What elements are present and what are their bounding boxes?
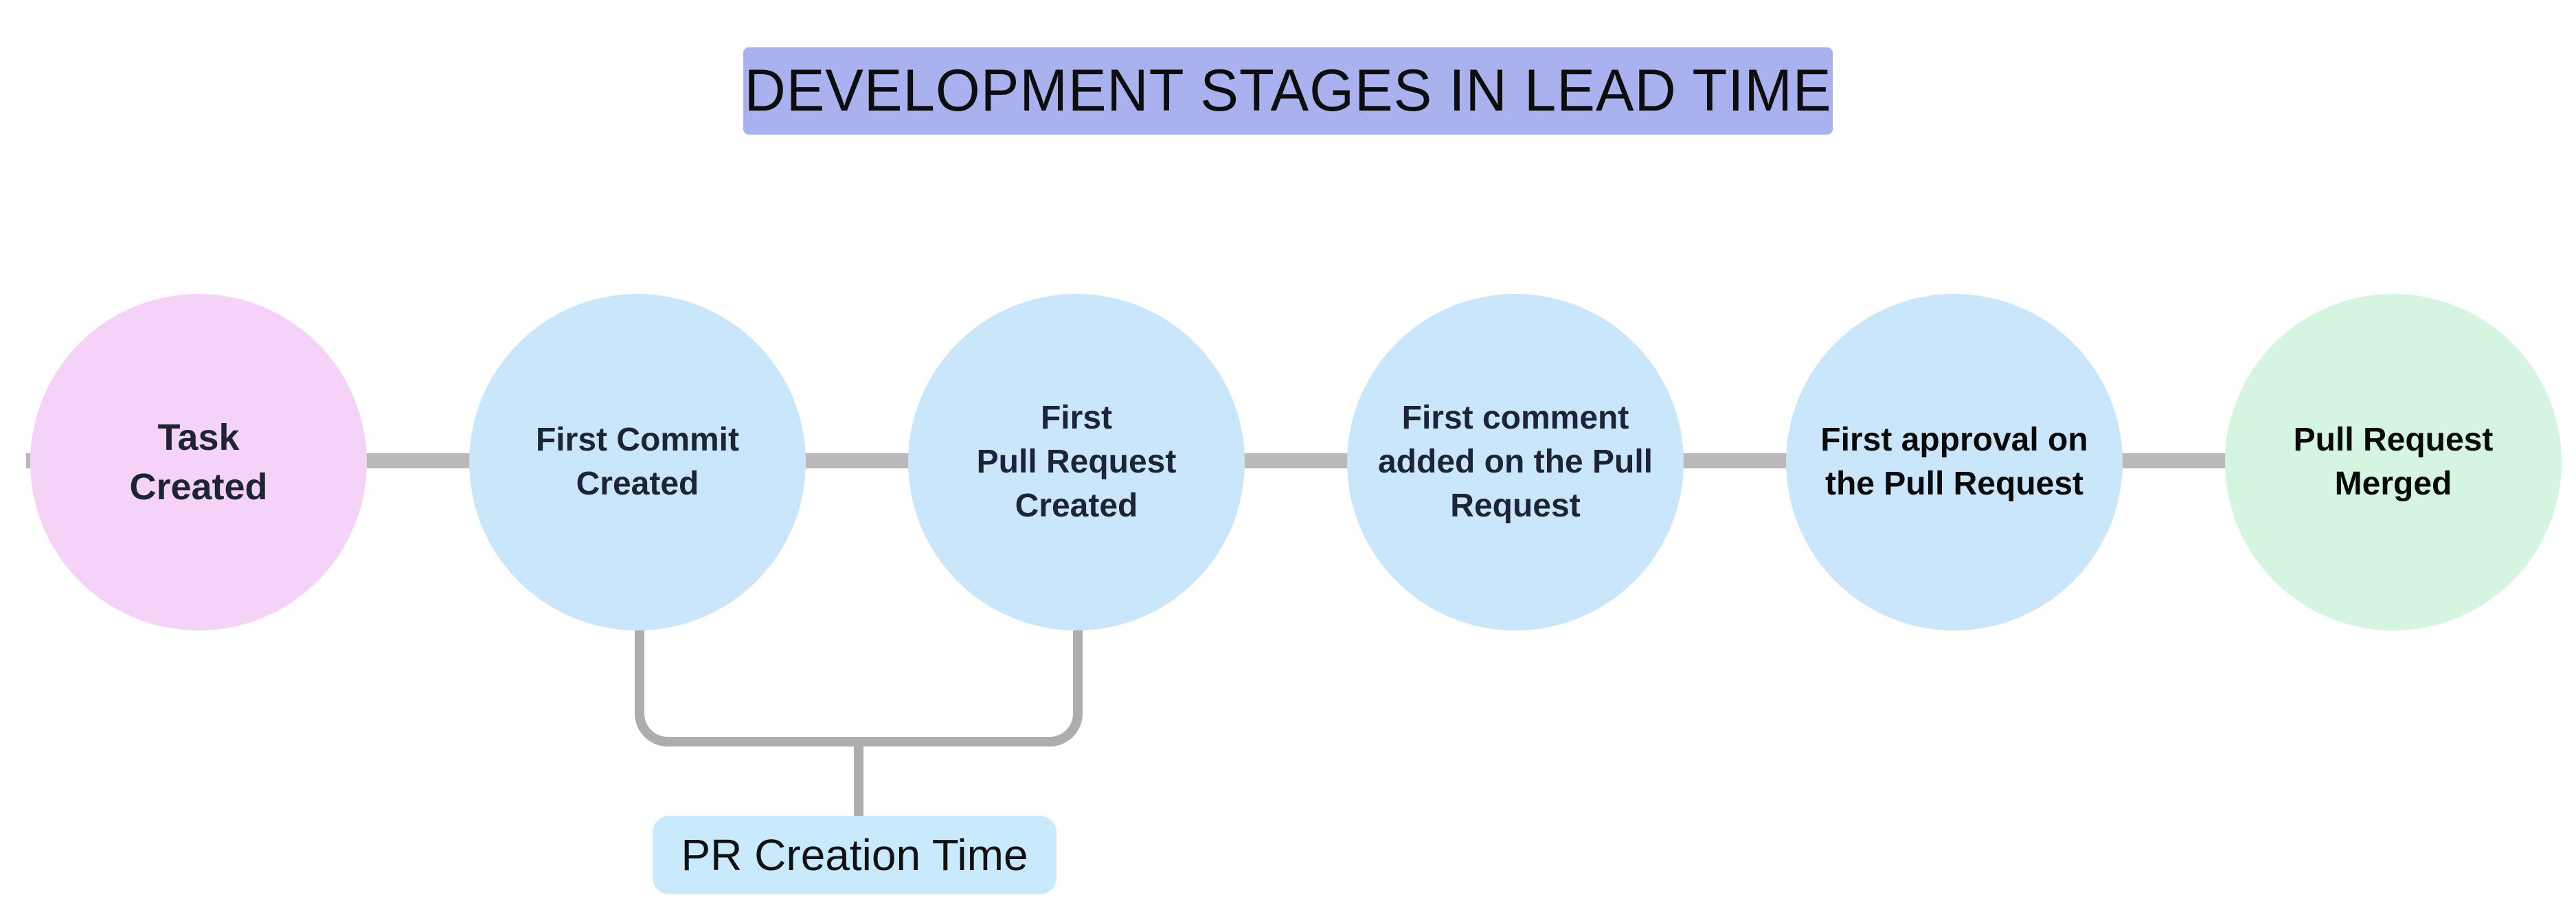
stage-circle-label: Task Created: [129, 417, 268, 508]
stage-circle-first-commit-created: First Commit Created: [469, 294, 806, 630]
stage-circle-label: First approval on the Pull Request: [1820, 422, 2088, 502]
stage-circle-label: First Pull Request Created: [976, 400, 1177, 524]
pr-creation-time-label-text: PR Creation Time: [681, 830, 1028, 880]
stage-circle-first-approval: First approval on the Pull Request: [1786, 294, 2123, 630]
diagram-title-text: DEVELOPMENT STAGES IN LEAD TIME: [744, 58, 1832, 124]
pr-creation-time-label: PR Creation Time: [653, 816, 1057, 894]
stage-circle-label: Pull Request Merged: [2293, 422, 2494, 502]
stage-circle-pull-request-merged: Pull Request Merged: [2225, 294, 2562, 630]
stage-circle-label: First comment added on the Pull Request: [1377, 400, 1653, 524]
diagram-title: DEVELOPMENT STAGES IN LEAD TIME: [743, 47, 1833, 135]
pr-creation-bracket: [635, 628, 1083, 747]
stage-circle-first-pull-request-created: First Pull Request Created: [908, 294, 1245, 630]
pr-creation-bracket-stem: [854, 743, 863, 817]
stage-circle-first-comment-added: First comment added on the Pull Request: [1347, 294, 1684, 630]
stage-circle-task-created: Task Created: [30, 294, 367, 630]
stage-circle-label: First Commit Created: [535, 422, 739, 502]
